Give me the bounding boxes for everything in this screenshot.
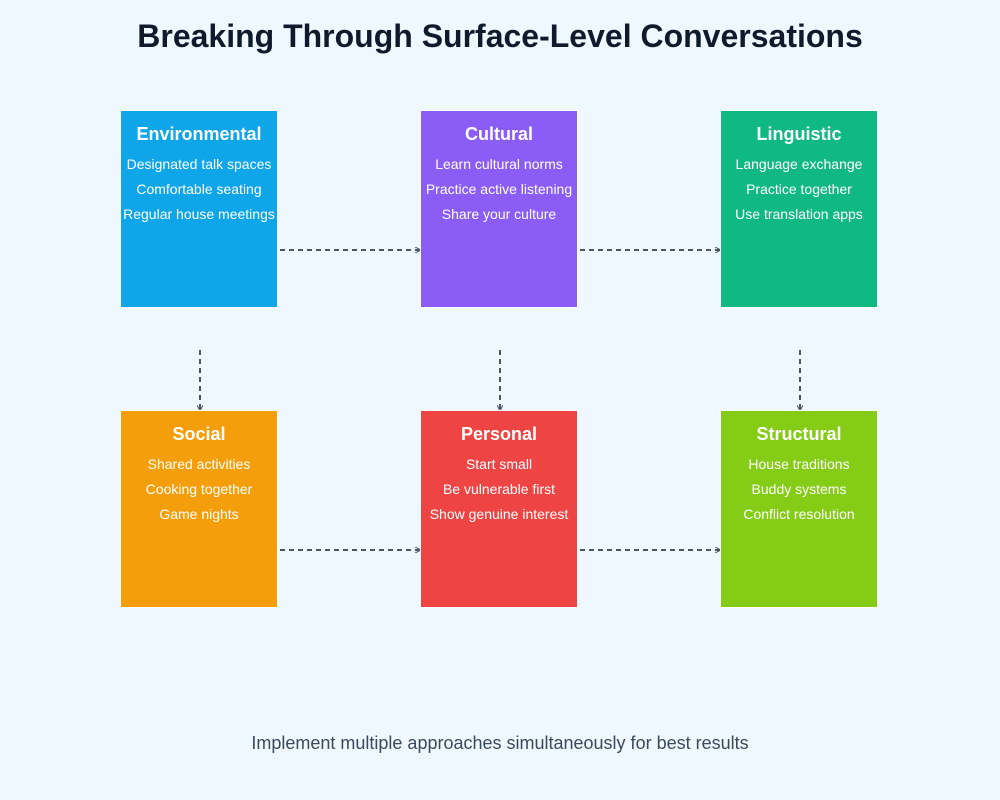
- box-title: Personal: [460, 424, 538, 444]
- box-title: Cultural: [464, 124, 533, 144]
- box-environmental: Environmental Designated talk spaces Com…: [120, 110, 278, 308]
- box-item-list: Designated talk spaces Comfortable seati…: [121, 152, 277, 227]
- box-structural: Structural House traditions Buddy system…: [720, 410, 878, 608]
- box-item: Shared activities: [147, 456, 251, 472]
- box-item: Show genuine interest: [429, 506, 569, 522]
- box-social: Social Shared activities Cooking togethe…: [120, 410, 278, 608]
- box-cultural: Cultural Learn cultural norms Practice a…: [420, 110, 578, 308]
- box-item: House traditions: [748, 456, 850, 472]
- box-item: Practice active listening: [425, 181, 573, 197]
- box-item: Cooking together: [145, 481, 253, 497]
- box-item: Conflict resolution: [743, 506, 855, 522]
- box-item: Language exchange: [735, 156, 863, 172]
- box-item: Regular house meetings: [123, 206, 275, 222]
- footer-note: Implement multiple approaches simultaneo…: [251, 733, 749, 753]
- box-item: Practice together: [746, 181, 852, 197]
- box-title: Environmental: [136, 124, 262, 144]
- box-item: Be vulnerable first: [442, 481, 556, 497]
- box-title: Linguistic: [756, 124, 842, 144]
- box-item-list: Language exchange Practice together Use …: [721, 152, 877, 227]
- box-item-list: House traditions Buddy systems Conflict …: [721, 452, 877, 527]
- page-title: Breaking Through Surface-Level Conversat…: [137, 18, 863, 54]
- box-title: Social: [172, 424, 226, 444]
- box-item-list: Learn cultural norms Practice active lis…: [421, 152, 577, 227]
- box-item-list: Shared activities Cooking together Game …: [121, 452, 277, 527]
- box-personal: Personal Start small Be vulnerable first…: [420, 410, 578, 608]
- box-item: Start small: [465, 456, 533, 472]
- box-item-list: Start small Be vulnerable first Show gen…: [421, 452, 577, 527]
- box-linguistic: Linguistic Language exchange Practice to…: [720, 110, 878, 308]
- box-item: Comfortable seating: [136, 181, 262, 197]
- box-item: Share your culture: [441, 206, 557, 222]
- box-item: Designated talk spaces: [126, 156, 272, 172]
- box-item: Learn cultural norms: [435, 156, 563, 172]
- box-item: Use translation apps: [735, 206, 863, 222]
- box-title: Structural: [756, 424, 842, 444]
- box-item: Game nights: [159, 506, 239, 522]
- box-item: Buddy systems: [751, 481, 847, 497]
